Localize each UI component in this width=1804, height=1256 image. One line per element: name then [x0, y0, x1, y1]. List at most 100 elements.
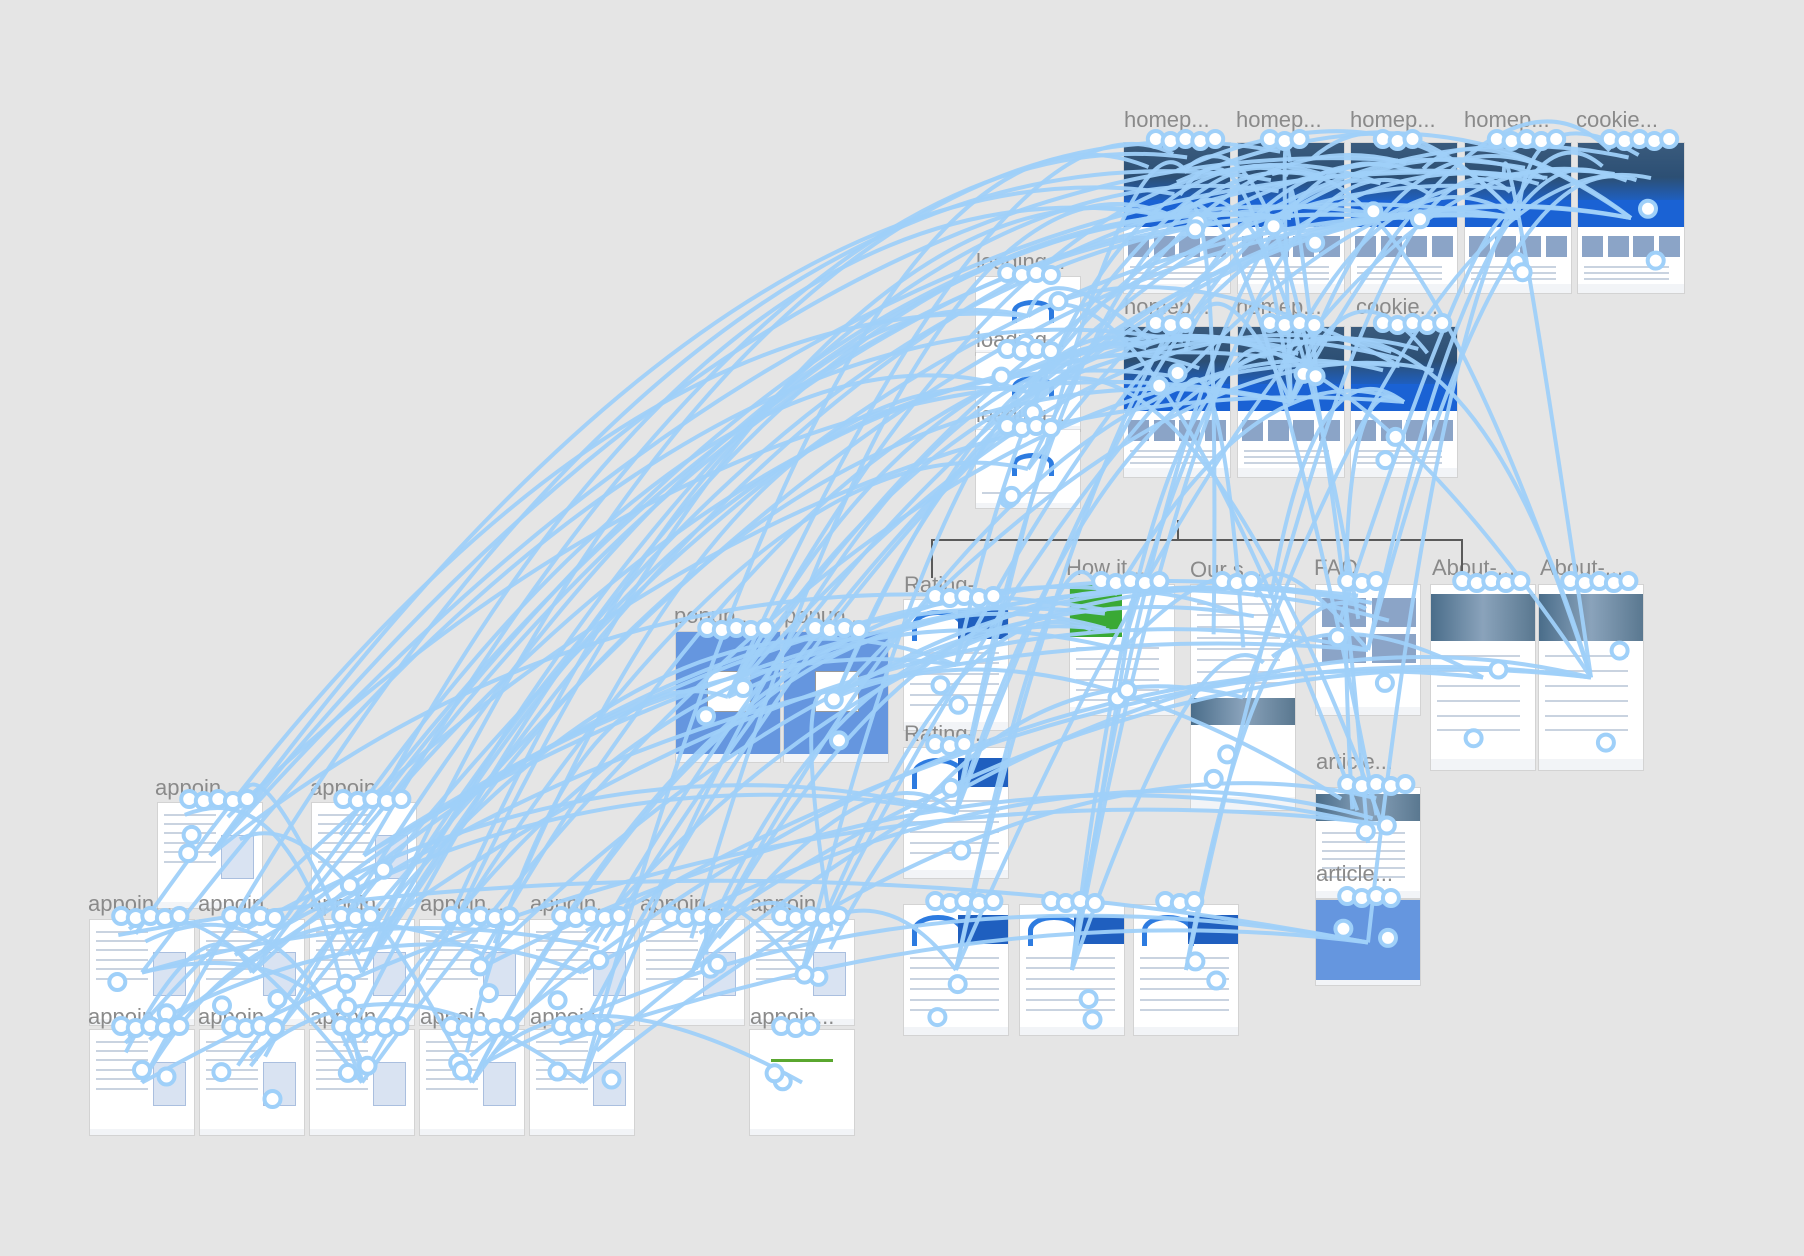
frame-rating-gauge [912, 915, 964, 946]
frame-text-line [1584, 278, 1669, 280]
frame-text-line [910, 842, 998, 844]
frame-label-appoin13: appoin... [420, 1005, 504, 1029]
frame-cookie1[interactable] [1578, 143, 1684, 293]
frame-form-box [593, 1062, 626, 1106]
frame-text-line [1545, 685, 1628, 687]
frame-homep1[interactable] [1124, 143, 1230, 293]
frame-ours[interactable] [1191, 585, 1295, 810]
frame-thumbnail [1432, 420, 1453, 441]
frame-blue-band [1124, 384, 1230, 411]
frame-text-line [910, 683, 998, 685]
frame-thumbnail [1372, 634, 1416, 663]
frame-about2[interactable] [1539, 585, 1643, 770]
frame-blue-band [1465, 200, 1571, 227]
frame-thumbnail [1268, 420, 1289, 441]
frame-popup1[interactable] [676, 632, 780, 762]
frame-thumbnail [1319, 420, 1340, 441]
frame-rating1[interactable] [904, 600, 1008, 730]
frame-appoin8[interactable] [640, 920, 744, 1025]
frame-form-box [483, 952, 516, 996]
frame-label-howit: How it... [1066, 556, 1145, 580]
frame-overlay [1316, 900, 1420, 985]
frame-appoin12[interactable] [310, 1030, 414, 1135]
frame-hero-image [1351, 143, 1457, 200]
frame-popup2[interactable] [784, 632, 888, 762]
frame-thumbnail [1381, 420, 1402, 441]
frame-homep2[interactable] [1238, 143, 1344, 293]
frame-text-line [426, 978, 478, 980]
frame-text-line [1197, 682, 1280, 684]
frame-text-line [1130, 278, 1215, 280]
frame-label-rating1: Rating-... [904, 573, 993, 597]
frame-thumbnail [1608, 236, 1629, 257]
frame-text-line [318, 823, 370, 825]
frame-text-line [206, 940, 258, 942]
frame-homep5[interactable] [1124, 327, 1230, 477]
frame-label-homep6: homep... [1236, 295, 1322, 319]
frame-loading-gauge [1012, 300, 1053, 322]
frame-label-homep4: homep... [1464, 108, 1550, 132]
frame-appoin11[interactable] [200, 1030, 304, 1135]
frame-text-line [1437, 655, 1520, 657]
frame-rating4[interactable] [1020, 905, 1124, 1035]
frame-homep4[interactable] [1465, 143, 1571, 293]
frame-footer [1316, 891, 1420, 898]
frame-cookie2[interactable] [1351, 327, 1457, 477]
frame-hero-image [1124, 143, 1230, 200]
frame-footer [1465, 284, 1571, 293]
frame-text-line [1197, 614, 1280, 616]
frame-popup-dialog [815, 671, 859, 712]
frame-text-line [910, 967, 998, 969]
frame-label-loading2: loading... [976, 328, 1065, 352]
frame-text-line [1130, 456, 1215, 458]
frame-thumbnail [1154, 236, 1175, 257]
frame-text-line [1076, 699, 1159, 701]
frame-text-line [1076, 647, 1159, 649]
frame-text-line [1076, 658, 1159, 660]
frame-thumbnail [1659, 236, 1680, 257]
frame-text-line [1026, 978, 1114, 980]
frame-text-line [756, 978, 808, 980]
frame-footer [750, 1129, 854, 1135]
frame-text-line [1140, 988, 1228, 990]
frame-form-box [703, 952, 736, 996]
frame-text-line [1076, 679, 1159, 681]
frame-rating5[interactable] [1134, 905, 1238, 1035]
frame-appoin15[interactable] [750, 1030, 854, 1135]
frame-about-photo [1431, 594, 1535, 640]
frame-footer [1539, 759, 1643, 770]
frame-appoin10[interactable] [90, 1030, 194, 1135]
frame-homep6[interactable] [1238, 327, 1344, 477]
frame-text-line [96, 968, 148, 970]
frame-thumbnail [1319, 236, 1340, 257]
frame-rating3[interactable] [904, 905, 1008, 1035]
frame-about1[interactable] [1431, 585, 1535, 770]
frame-text-line [1140, 1009, 1228, 1011]
frame-text-line [316, 1059, 368, 1061]
frame-howit[interactable] [1070, 585, 1174, 715]
frame-homep3[interactable] [1351, 143, 1457, 293]
frame-label-appoin10: appoin... [88, 1005, 172, 1029]
frame-form-box [813, 952, 846, 996]
frame-loading3[interactable] [976, 430, 1080, 508]
frame-team-photo [1191, 698, 1295, 725]
frame-text-line [1322, 841, 1405, 843]
frame-text-line [1357, 450, 1442, 452]
frame-article2[interactable] [1316, 900, 1420, 985]
frame-appoin14[interactable] [530, 1030, 634, 1135]
frame-form-box [153, 1062, 186, 1106]
frame-appoin13[interactable] [420, 1030, 524, 1135]
frame-label-appoin7: appoin... [530, 892, 614, 916]
frame-about-photo [1539, 594, 1643, 640]
frame-text-line [316, 968, 368, 970]
frame-label-cookie1: cookie... [1576, 108, 1658, 132]
frame-footer [640, 1019, 744, 1025]
frame-text-line [1197, 637, 1280, 639]
frame-footer [1316, 980, 1420, 985]
frame-faq[interactable] [1316, 585, 1420, 715]
frame-rating2[interactable] [904, 748, 1008, 878]
frame-footer [1238, 468, 1344, 477]
frame-footer [1124, 284, 1230, 293]
frame-text-line [206, 1088, 258, 1090]
